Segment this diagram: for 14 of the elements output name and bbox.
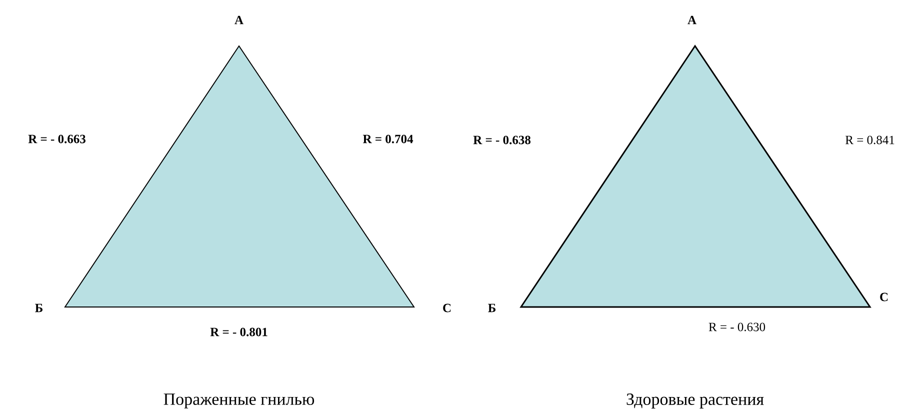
vertex-label: С: [880, 292, 888, 302]
correlation-label: R = - 0.630: [708, 322, 766, 332]
vertex-label: А: [234, 16, 244, 24]
vertex-label: Б: [488, 304, 496, 312]
correlation-label: R = - 0.663: [28, 134, 86, 144]
correlation-label: R = - 0.638: [473, 136, 530, 144]
vertex-label: Б: [35, 304, 42, 312]
correlation-label: R = - 0.801: [210, 328, 268, 336]
caption: Пораженные гнилью: [164, 394, 314, 408]
vertex-label: А: [688, 16, 696, 24]
correlation-label: R = 0.704: [362, 134, 414, 144]
correlation-label: R = 0.841: [846, 136, 894, 144]
vertex-label: С: [443, 304, 451, 312]
caption: Здоровые растения: [626, 394, 764, 408]
